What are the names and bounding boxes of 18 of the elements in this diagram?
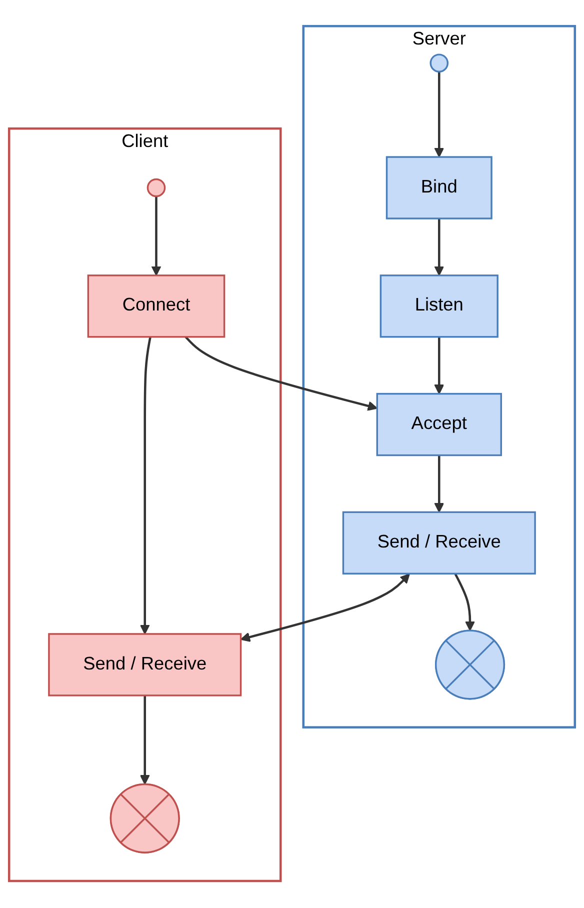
arrow [434, 72, 444, 158]
arrow [434, 337, 444, 395]
node-box: Send / Receive [342, 512, 536, 575]
node-box: Connect [87, 275, 226, 338]
arrow [434, 456, 444, 514]
node-box: Bind [386, 156, 492, 220]
arrow [140, 337, 152, 635]
node-circle [430, 54, 449, 73]
node-circle [146, 178, 166, 198]
arrow [140, 696, 150, 786]
arrow [184, 336, 378, 412]
node-box: Listen [380, 275, 498, 338]
node-box: Accept [376, 393, 502, 457]
arrow [454, 574, 475, 632]
node-box: Send / Receive [48, 634, 242, 697]
arrow [240, 574, 410, 642]
arrow [434, 218, 444, 276]
arrow [151, 196, 162, 276]
